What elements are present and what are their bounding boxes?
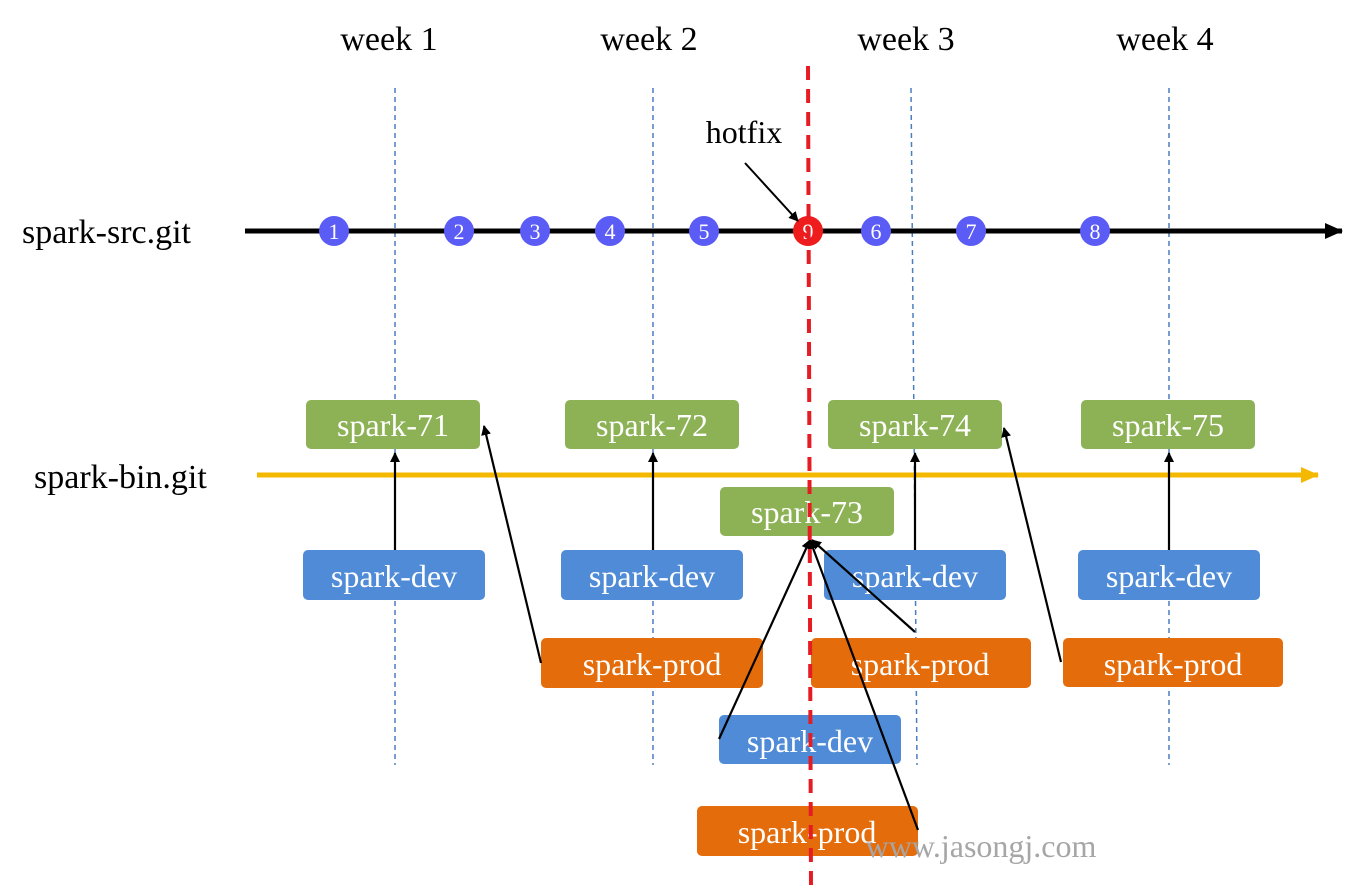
arrow-prod1-to-spark71 [481,425,543,664]
commit-node-3-label: 3 [530,219,541,244]
week-3-label: week 3 [857,21,954,58]
commit-node-4-label: 4 [605,219,616,244]
dev-box-week-3-label: spark-dev [852,558,978,594]
commit-node-6: 6 [861,216,891,246]
commit-node-2-label: 2 [454,219,465,244]
release-box-spark-74: spark-74 [828,400,1002,449]
release-box-spark-75: spark-75 [1081,400,1255,449]
dev-box-week-3: spark-dev [824,550,1006,600]
bin-repo-label: spark-bin.git [34,459,207,496]
commit-node-5-label: 5 [699,219,710,244]
prod-box-week-2: spark-prod [811,638,1031,688]
dev-box-week-1: spark-dev [303,550,485,600]
hotfix-label: hotfix [706,114,782,150]
release-label-spark-73: spark-73 [751,494,863,530]
prod-box-hotfix: spark-prod [697,806,918,856]
prod-box-week-2-label: spark-prod [851,646,990,682]
dev-box-week-4-label: spark-dev [1106,558,1232,594]
prod-box-week-3: spark-prod [1063,638,1283,687]
arrow-hotfix-dev-to-spark73 [717,539,812,740]
release-label-spark-75: spark-75 [1112,407,1224,443]
release-box-spark-73: spark-73 [720,487,894,536]
commit-node-4: 4 [595,216,625,246]
dev-box-week-1-label: spark-dev [331,558,457,594]
commit-node-7-label: 7 [966,219,977,244]
dev-box-week-2-label: spark-dev [589,558,715,594]
release-box-spark-71: spark-71 [306,400,480,449]
dev-box-week-2: spark-dev [561,550,743,600]
release-label-spark-71: spark-71 [337,407,449,443]
commit-node-8-label: 8 [1090,219,1101,244]
hotfix-arrow [744,162,799,222]
prod-box-week-1: spark-prod [541,638,763,688]
src-repo-label: spark-src.git [22,214,192,251]
week-1-label: week 1 [340,21,437,58]
dev-box-week-4: spark-dev [1078,550,1260,600]
commit-node-8: 8 [1080,216,1110,246]
build-arrows [390,425,1174,831]
arrow-prod2-to-spark73 [811,539,916,633]
commit-node-1: 1 [319,216,349,246]
commit-node-6-label: 6 [871,219,882,244]
week-2-label: week 2 [600,21,697,58]
week-4-label: week 4 [1116,21,1213,58]
commit-node-3: 3 [520,216,550,246]
arrow-prod3-to-spark74 [1001,427,1063,663]
release-label-spark-72: spark-72 [596,407,708,443]
prod-box-week-3-label: spark-prod [1104,646,1243,682]
release-label-spark-74: spark-74 [859,407,971,443]
release-box-spark-72: spark-72 [565,400,739,449]
prod-box-hotfix-label: spark-prod [738,814,877,850]
prod-box-week-1-label: spark-prod [583,646,722,682]
commit-node-7: 7 [956,216,986,246]
commit-node-1-label: 1 [329,219,340,244]
watermark: www.jasongj.com [866,828,1097,864]
arrow-hotfix-prod-to-spark73 [808,539,920,831]
week-guide-lines [394,87,1170,766]
commit-node-2: 2 [444,216,474,246]
week-3-guide-line [910,87,918,766]
commit-node-5: 5 [689,216,719,246]
